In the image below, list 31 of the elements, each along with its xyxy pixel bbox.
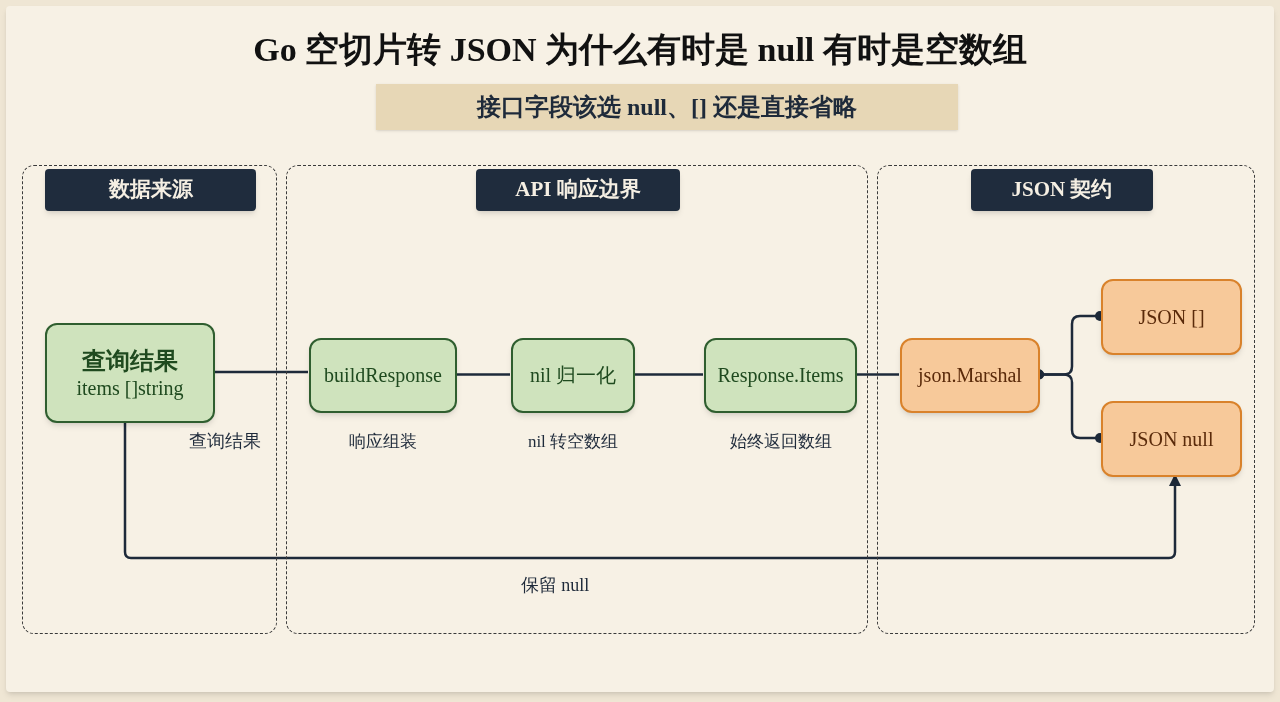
box-caption: nil 转空数组 bbox=[526, 431, 620, 453]
group-panel bbox=[286, 165, 868, 634]
box-subtitle: items []string bbox=[76, 375, 184, 401]
process-box bbox=[309, 338, 457, 413]
connector bbox=[123, 422, 1181, 560]
process-box bbox=[511, 338, 635, 413]
box-caption: 响应组装 bbox=[348, 431, 418, 453]
group-panel bbox=[877, 165, 1255, 634]
connector bbox=[456, 373, 510, 376]
process-box bbox=[900, 338, 1040, 413]
connector bbox=[214, 370, 308, 374]
box-title: buildResponse bbox=[324, 363, 442, 388]
group-heading: JSON 契约 bbox=[971, 169, 1153, 211]
diagram-title: Go 空切片转 JSON 为什么有时是 null 有时是空数组 bbox=[252, 30, 1028, 70]
box-title: Response.Items bbox=[717, 363, 844, 388]
process-box bbox=[1101, 401, 1242, 477]
box-title: JSON [] bbox=[1138, 304, 1205, 330]
box-title: json.Marshal bbox=[918, 363, 1022, 388]
group-panel bbox=[22, 165, 277, 634]
box-title: nil 归一化 bbox=[529, 363, 617, 388]
process-box bbox=[1101, 279, 1242, 355]
subtitle-banner: 接口字段该选 null、[] 还是直接省略 bbox=[376, 84, 958, 130]
box-title: 查询结果 bbox=[82, 346, 178, 376]
box-caption: 始终返回数组 bbox=[728, 431, 833, 453]
process-box bbox=[704, 338, 857, 413]
connector bbox=[634, 373, 703, 376]
group-heading: 数据来源 bbox=[45, 169, 256, 211]
group-heading: API 响应边界 bbox=[476, 169, 680, 211]
box-title: JSON null bbox=[1129, 426, 1214, 452]
connector bbox=[856, 373, 899, 376]
process-box bbox=[45, 323, 215, 423]
